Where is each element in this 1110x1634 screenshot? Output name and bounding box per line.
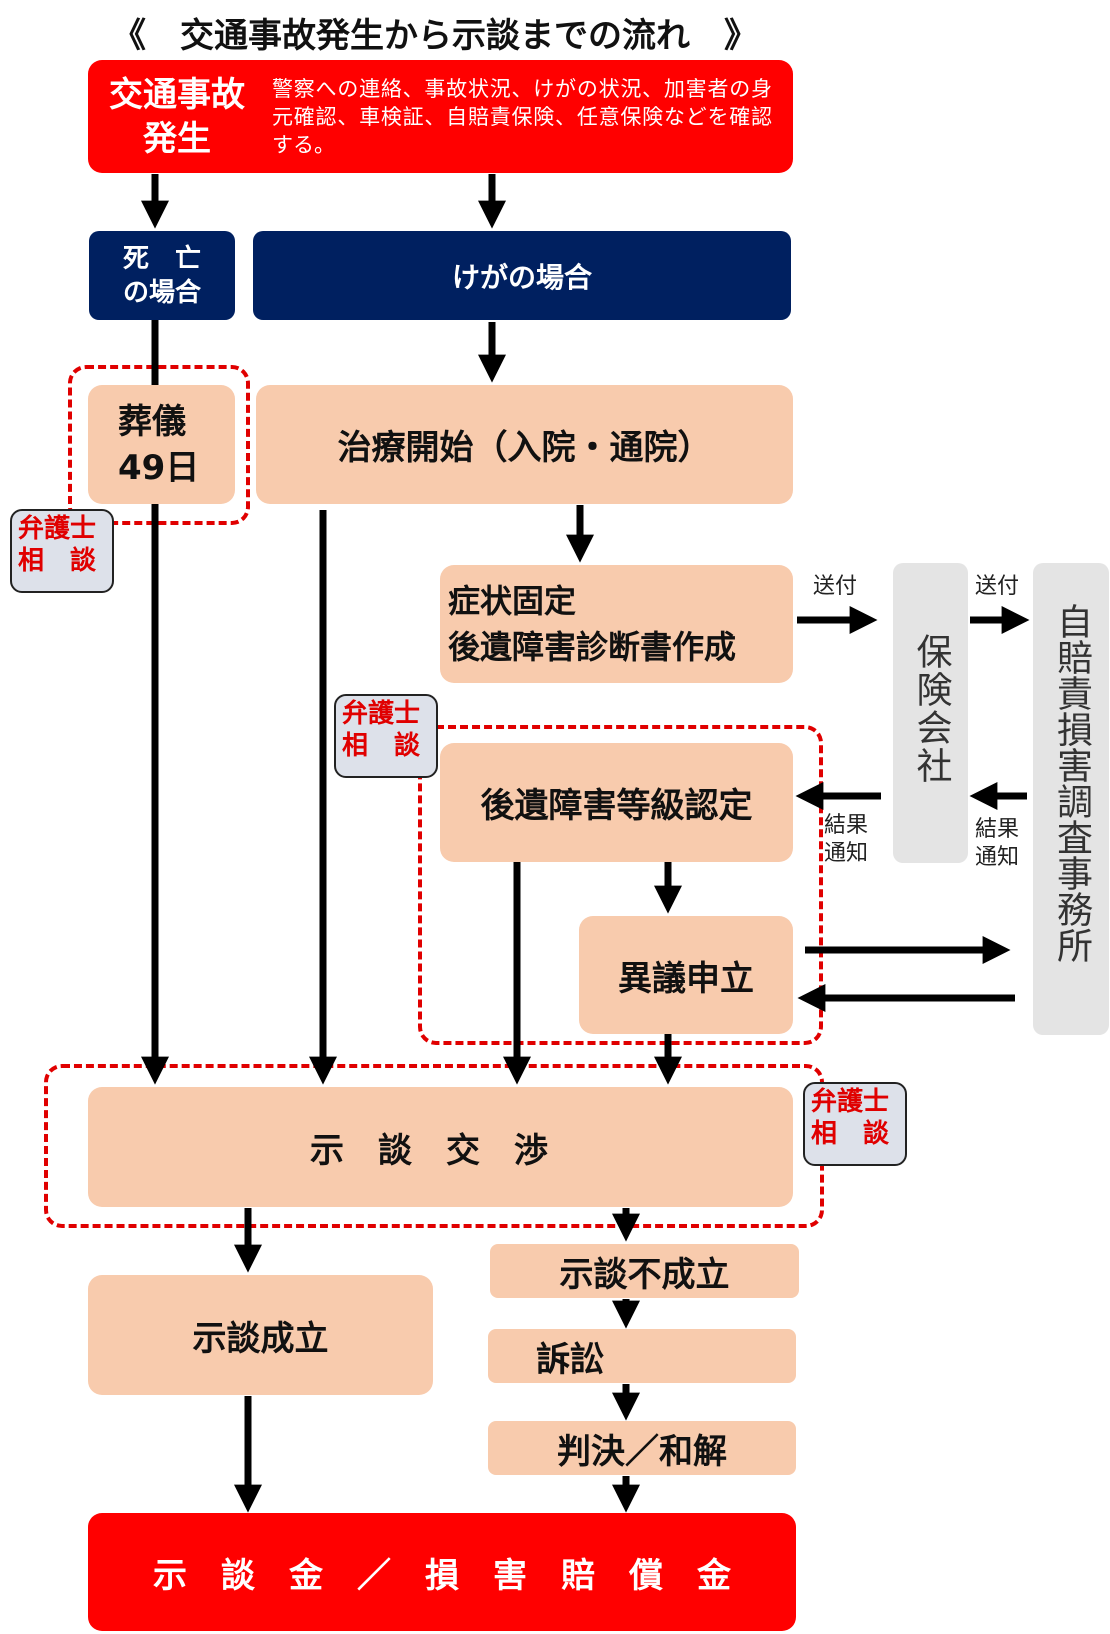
lawyer-consult-badge-1: 弁護士 相 談 bbox=[10, 509, 114, 593]
symptom-fixed-box: 症状固定 後遺障害診断書作成 bbox=[440, 565, 793, 683]
injury-case-box: けがの場合 bbox=[253, 231, 791, 320]
lawyer-consult-group-grade bbox=[418, 725, 823, 1045]
lawyer-consult-group-funeral bbox=[68, 365, 250, 525]
negotiation-box: 示 談 交 渉 bbox=[88, 1087, 793, 1207]
jibaiseki-office-box: 自賠責損害調査事務所 bbox=[1033, 563, 1109, 1035]
accident-box: 交通事故 発生 警察への連絡、事故状況、けがの状況、加害者の身元確認、車検証、自… bbox=[88, 60, 793, 173]
page-title: 《 交通事故発生から示談までの流れ 》 bbox=[112, 16, 758, 56]
send-label-2: 送付 bbox=[975, 574, 1020, 599]
send-label-1: 送付 bbox=[813, 574, 858, 599]
objection-box: 異議申立 bbox=[579, 916, 793, 1034]
treatment-box: 治療開始（入院・通院） bbox=[256, 385, 793, 504]
compensation-box: 示 談 金 ／ 損 害 賠 償 金 bbox=[88, 1513, 796, 1631]
settlement-box: 示談成立 bbox=[88, 1275, 433, 1395]
grade-certification-box: 後遺障害等級認定 bbox=[440, 743, 793, 862]
funeral-box: 葬儀 49日 bbox=[88, 385, 235, 504]
lawyer-consult-badge-3: 弁護士 相 談 bbox=[803, 1082, 907, 1166]
result-label-2: 結果 通知 bbox=[975, 817, 1020, 870]
no-settlement-box: 示談不成立 bbox=[490, 1244, 799, 1298]
insurance-company-box: 保険会社 bbox=[893, 563, 968, 863]
lawsuit-box: 訴訟 bbox=[488, 1329, 796, 1383]
lawyer-consult-badge-2: 弁護士 相 談 bbox=[334, 694, 438, 778]
accident-description: 警察への連絡、事故状況、けがの状況、加害者の身元確認、車検証、自賠責保険、任意保… bbox=[272, 76, 772, 157]
jibaiseki-office-label: 自賠責損害調査事務所 bbox=[1051, 603, 1092, 963]
judgment-box: 判決／和解 bbox=[488, 1421, 796, 1475]
insurance-company-label: 保険会社 bbox=[910, 633, 952, 785]
result-label-1: 結果 通知 bbox=[824, 813, 869, 866]
death-case-box: 死 亡 の場合 bbox=[89, 231, 235, 320]
accident-heading: 交通事故 発生 bbox=[109, 74, 245, 159]
